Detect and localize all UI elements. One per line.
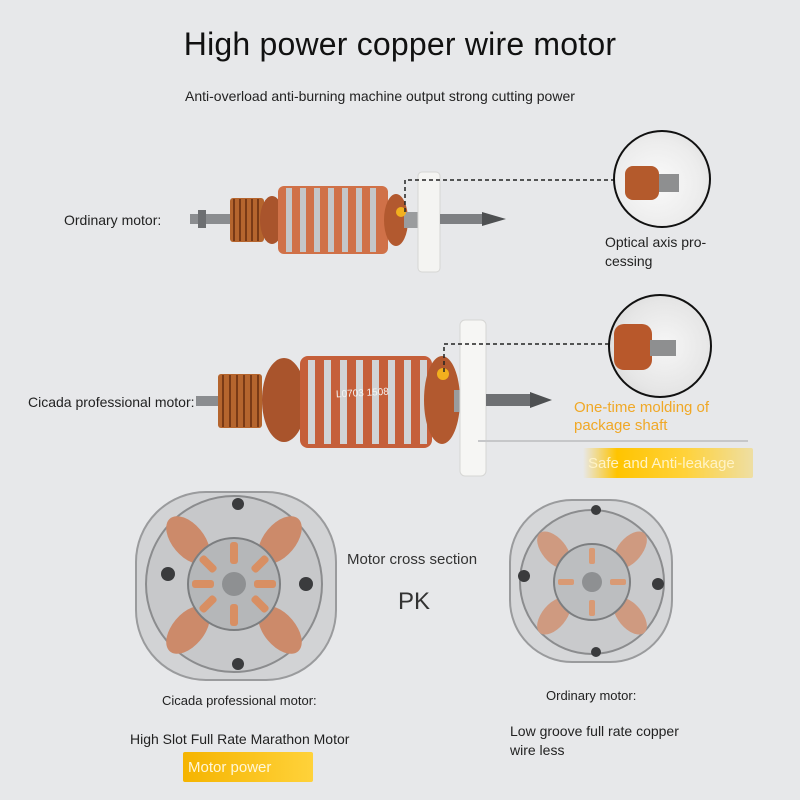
cicada-cross-desc: High Slot Full Rate Marathon Motor <box>130 731 350 747</box>
ordinary-cross-label: Ordinary motor: <box>546 688 637 703</box>
zoom-circle-package-shaft <box>608 294 712 398</box>
cicada-motor-label: Cicada professional motor: <box>28 394 195 410</box>
ordinary-rotor-illustration <box>190 171 506 273</box>
cicada-cross-label: Cicada professional motor: <box>162 693 317 708</box>
ordinary-cross-desc: Low groove full rate copper wire less <box>510 723 679 758</box>
ordinary-motor-label: Ordinary motor: <box>64 212 162 228</box>
ordinary-leader-line <box>404 179 617 212</box>
cicada-cross-section <box>135 491 337 681</box>
cicada-rotor-illustration <box>196 319 552 477</box>
cross-section-caption: Motor cross section <box>347 551 478 568</box>
motor-power-banner-text: Motor power <box>188 759 272 776</box>
zoom-circle-shaft <box>613 130 711 228</box>
page-title: High power copper wire motor <box>183 26 617 62</box>
optical-axis-label: Optical axis pro- cessing <box>605 234 707 269</box>
page-subtitle: Anti-overload anti-burning machine outpu… <box>185 88 575 104</box>
vs-pk-label: PK <box>398 588 431 615</box>
safety-banner <box>583 448 753 478</box>
one-time-molding-label: One-time molding of package shaft <box>574 399 710 434</box>
ordinary-cross-section <box>509 499 673 663</box>
cicada-leader-line <box>443 343 620 372</box>
safety-banner-text: Safe and Anti-leakage <box>588 455 735 472</box>
section-divider <box>478 440 748 442</box>
motor-power-banner <box>183 752 313 782</box>
